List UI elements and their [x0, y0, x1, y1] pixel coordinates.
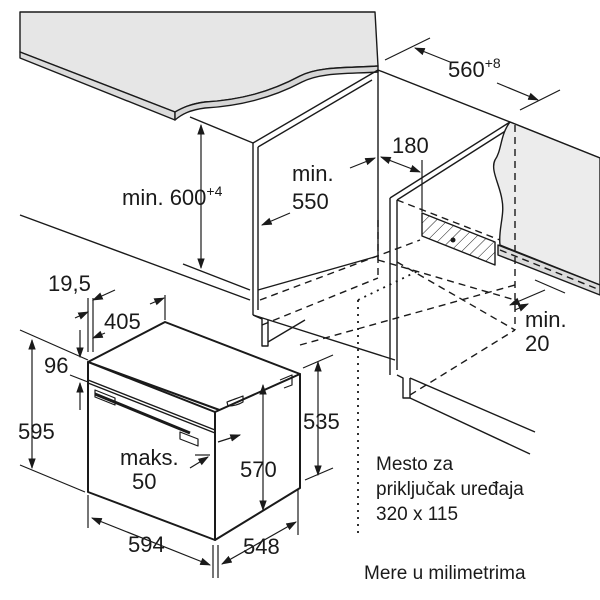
- dim-niche-height-prefix: min.: [122, 185, 170, 210]
- units-note-text: Mere u milimetrima: [364, 563, 526, 584]
- dim-control-panel-height: 96: [44, 354, 68, 378]
- dimension-lines: [19, 37, 566, 578]
- dim-side-height-value: 535: [303, 409, 340, 434]
- units-note: Mere u milimetrima: [364, 561, 526, 586]
- left-cabinet: [19, 69, 396, 361]
- connection-area-hatch: [421, 212, 496, 266]
- dim-side-height: 535: [303, 410, 340, 434]
- oven: [87, 321, 301, 541]
- dim-body-height-value: 570: [240, 457, 277, 482]
- dim-door-clearance-value: 50: [132, 469, 157, 494]
- dim-oven-width: 594: [128, 533, 165, 557]
- dim-door-clearance-label: maks.: [120, 445, 179, 470]
- dim-socket-offset: 180: [392, 134, 429, 158]
- dim-inner-depth: 405: [104, 310, 141, 334]
- dim-inner-depth-value: 405: [104, 309, 141, 334]
- dim-niche-width-tolerance: +8: [484, 55, 501, 71]
- dim-rear-gap-label: min.: [525, 307, 567, 332]
- dim-door-clearance: maks. 50: [120, 446, 179, 494]
- dim-body-height: 570: [240, 458, 277, 482]
- dim-rear-gap: min. 20: [525, 308, 567, 356]
- worktop: [19, 11, 379, 121]
- dim-niche-height-tolerance: +4: [206, 183, 223, 199]
- dim-oven-depth: 548: [243, 535, 280, 559]
- connection-area-note-line2: priključak uređaja: [376, 479, 524, 500]
- dim-niche-height: min. 600+4: [122, 183, 223, 210]
- dim-niche-height-value: 600: [169, 185, 207, 210]
- dim-oven-height-value: 595: [18, 419, 55, 444]
- dim-oven-height: 595: [18, 420, 55, 444]
- dim-front-panel-depth: 19,5: [48, 272, 91, 296]
- dim-front-panel-depth-value: 19,5: [48, 271, 91, 296]
- connection-area-note: Mesto za priključak uređaja 320 x 115: [376, 452, 524, 527]
- dim-niche-width: 560+8: [448, 55, 501, 82]
- dim-niche-depth-value: 550: [292, 189, 329, 214]
- connection-area-note-line3: 320 x 115: [376, 504, 459, 525]
- dim-rear-gap-value: 20: [525, 331, 550, 356]
- dim-oven-width-value: 594: [128, 532, 165, 557]
- hidden-edges: [259, 125, 600, 396]
- dim-oven-depth-value: 548: [243, 534, 280, 559]
- dim-control-panel-height-value: 96: [44, 353, 69, 378]
- dim-niche-depth-label: min.: [292, 161, 334, 186]
- dotted-connection-line: [357, 269, 421, 535]
- connection-area-note-line1: Mesto za: [376, 454, 454, 475]
- dim-socket-offset-value: 180: [392, 133, 429, 158]
- dim-niche-depth: min. 550: [292, 160, 334, 216]
- dim-niche-width-value: 560: [448, 57, 485, 82]
